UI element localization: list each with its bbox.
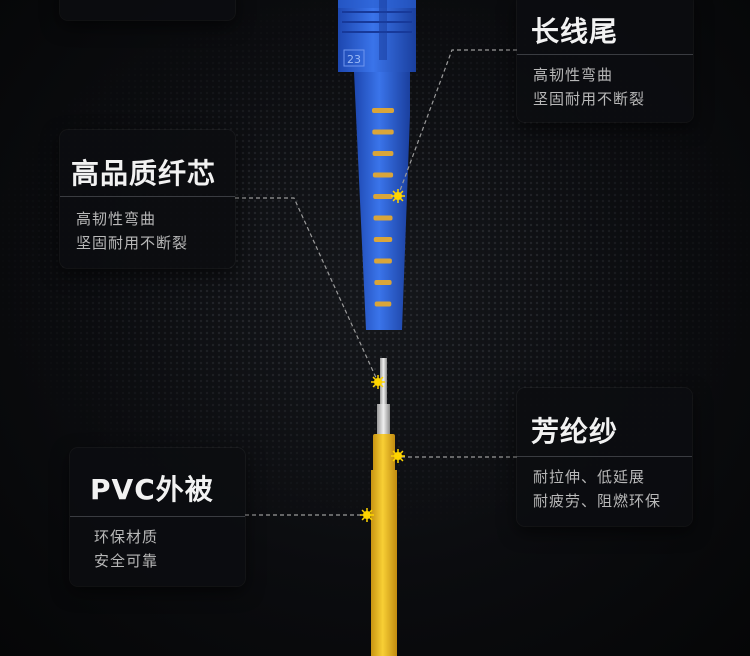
marker-dots	[360, 189, 405, 522]
boot-slot	[373, 237, 393, 242]
fiber-buffer	[377, 404, 390, 436]
bare-fiber	[380, 358, 387, 408]
leader-fiber	[235, 197, 379, 383]
card-line-1: 高韧性弯曲	[533, 66, 614, 84]
top-card-stub	[60, 0, 235, 20]
card-line-1: 耐拉伸、低延展	[533, 468, 646, 486]
card-divider	[517, 54, 693, 55]
sc-connector: 23	[338, 0, 416, 330]
card-title: 芳纶纱	[531, 415, 619, 448]
card-line-2: 安全可靠	[94, 552, 159, 570]
marker-dot	[391, 449, 405, 463]
card-title: 高品质纤芯	[71, 157, 217, 190]
pvc-jacket	[371, 470, 397, 656]
connector-boot	[354, 72, 410, 330]
marker-dot	[391, 189, 405, 203]
boot-slot	[374, 280, 392, 285]
card-line-2: 坚固耐用不断裂	[533, 90, 646, 108]
connector-number: 23	[347, 53, 361, 66]
card-line-1: 环保材质	[94, 528, 159, 546]
card-fiber-core: 高品质纤芯 高韧性弯曲 坚固耐用不断裂	[60, 130, 235, 268]
card-title: 长线尾	[531, 15, 619, 48]
boot-slot	[374, 301, 392, 307]
card-aramid-yarn: 芳纶纱 耐拉伸、低延展 耐疲劳、阻燃环保	[517, 388, 692, 526]
marker-dot	[371, 375, 385, 389]
boot-slots	[372, 108, 394, 307]
card-line-2: 耐疲劳、阻燃环保	[533, 492, 662, 510]
boot-slot	[372, 129, 394, 135]
card-divider	[60, 196, 235, 197]
leader-lines	[235, 49, 517, 516]
boot-slot	[373, 194, 393, 199]
card-line-1: 高韧性弯曲	[76, 210, 157, 228]
card-title: PVC外被	[90, 473, 214, 506]
aramid-sleeve	[373, 434, 395, 474]
boot-slot	[374, 258, 392, 264]
card-divider	[517, 456, 692, 457]
leader-tail	[397, 49, 517, 197]
card-divider	[70, 516, 245, 517]
boot-slot	[373, 215, 393, 221]
connector-number-box	[343, 49, 365, 67]
card-long-tail: 长线尾 高韧性弯曲 坚固耐用不断裂	[517, 0, 693, 122]
marker-dot	[360, 508, 374, 522]
boot-slot	[372, 172, 394, 178]
boot-slot	[372, 151, 394, 156]
boot-slot	[372, 108, 394, 113]
card-pvc-jacket: PVC外被 环保材质 安全可靠	[70, 448, 245, 586]
card-line-2: 坚固耐用不断裂	[76, 234, 189, 252]
